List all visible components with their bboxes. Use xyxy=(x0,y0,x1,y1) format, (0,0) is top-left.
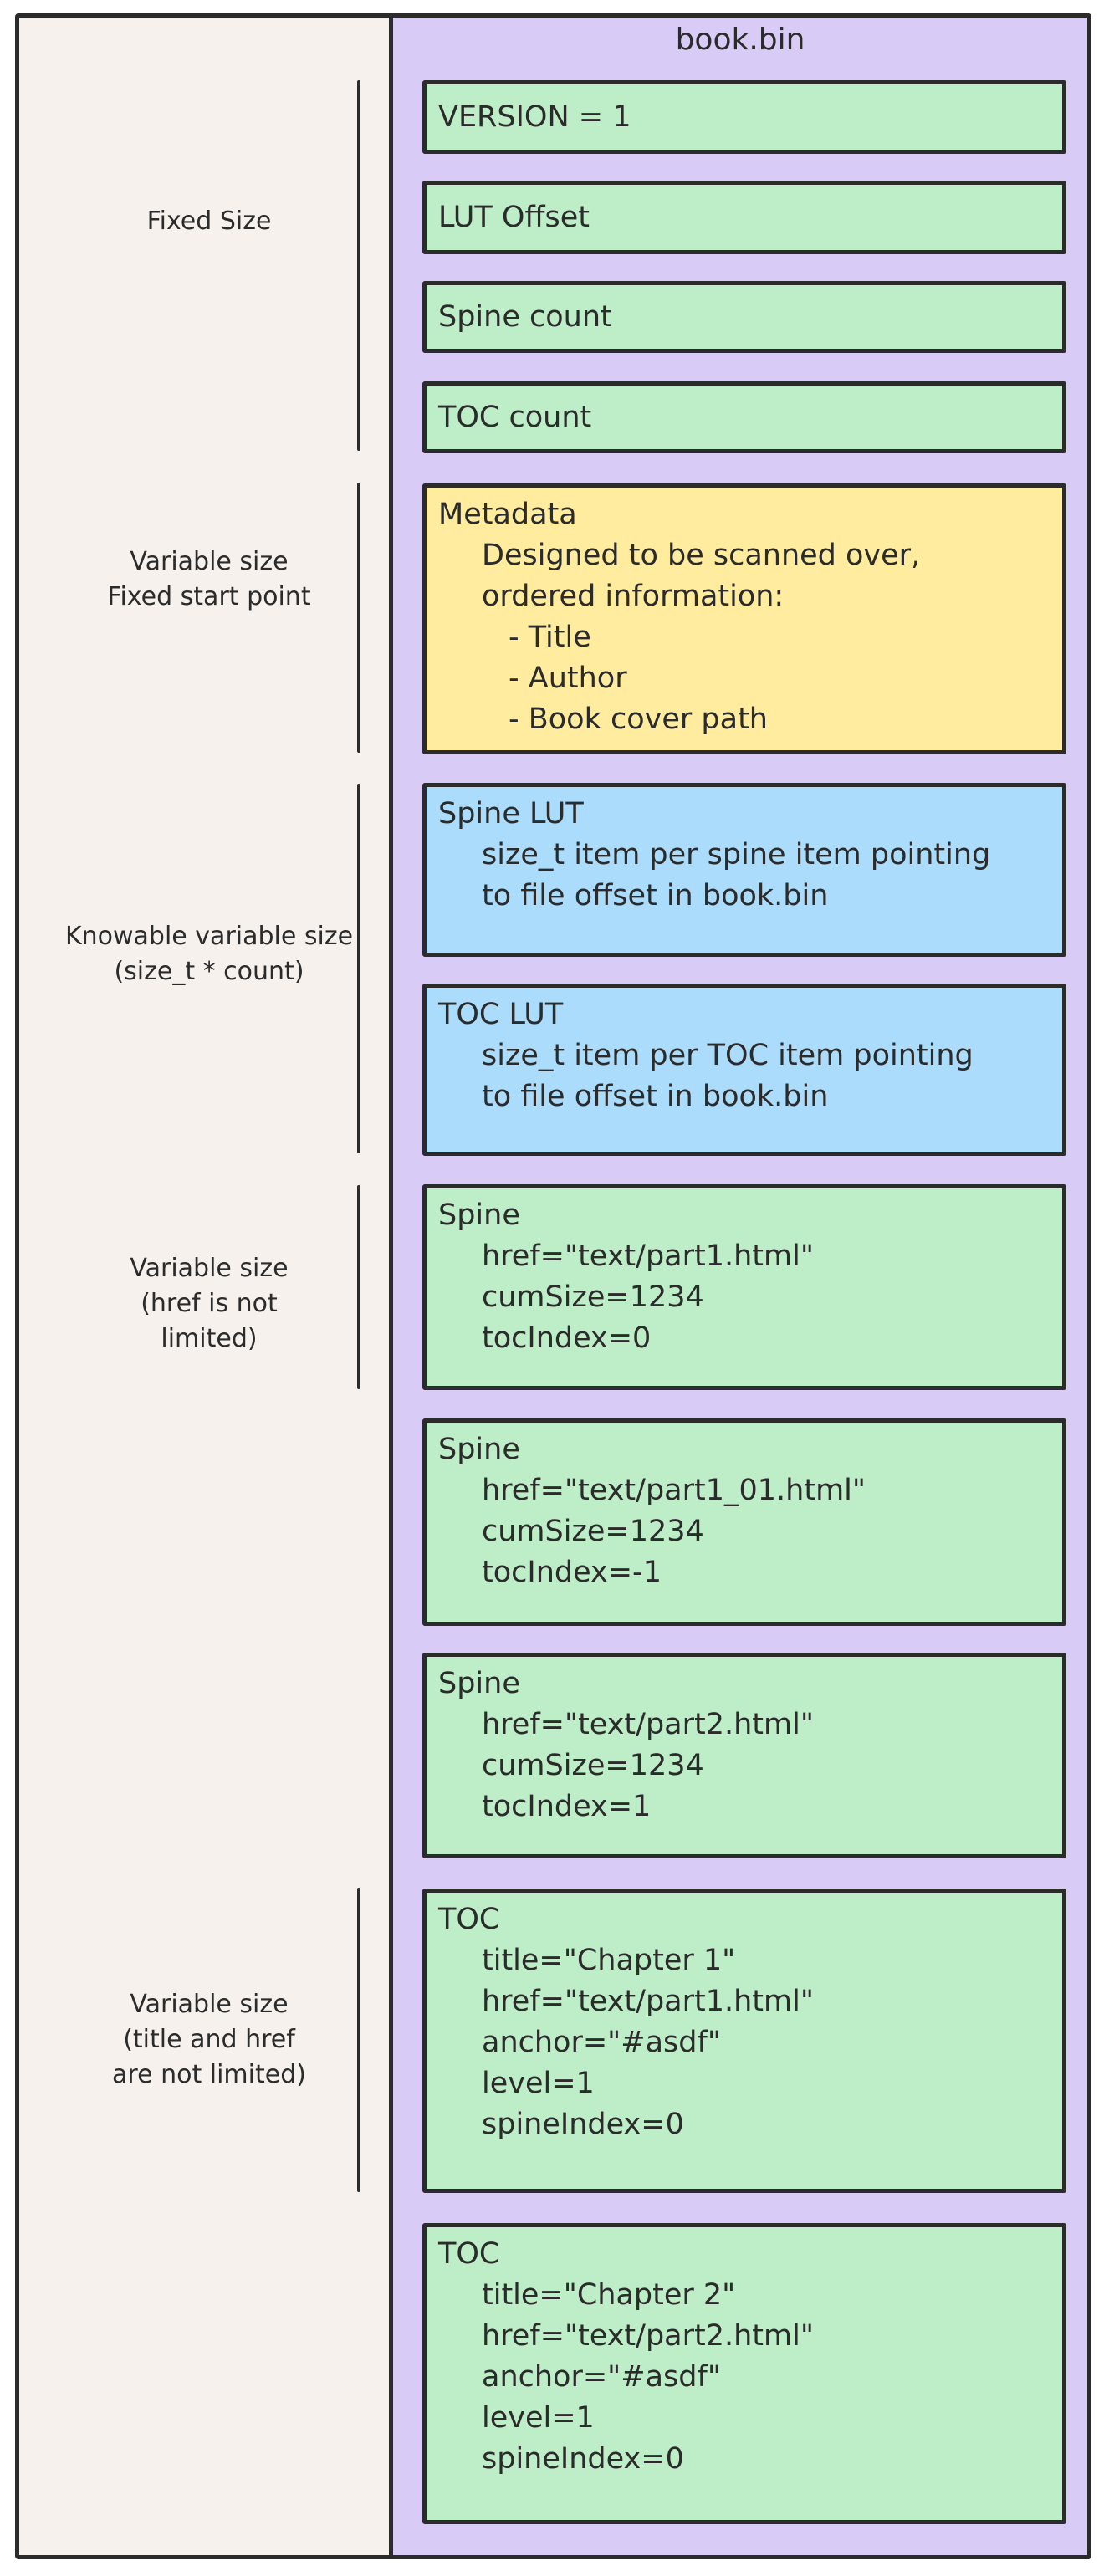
bracket-line-2 xyxy=(357,784,360,1153)
side-label-line: are not limited) xyxy=(112,2060,306,2089)
side-label-3: Variable size (href is not limited) xyxy=(42,1251,376,1357)
box-line: size_t item per TOC item pointing xyxy=(482,1039,974,1072)
bracket-line-0 xyxy=(357,80,360,451)
box-line: tocIndex=1 xyxy=(482,1790,652,1823)
box-line: href="text/part1.html" xyxy=(482,1239,814,1273)
box-line: Spine xyxy=(438,1667,520,1700)
side-label-2: Knowable variable size (size_t * count) xyxy=(42,919,376,989)
side-label-line: Knowable variable size xyxy=(64,922,354,951)
box-line: size_t item per spine item pointing xyxy=(482,838,991,871)
side-label-line: Fixed Size xyxy=(146,207,272,236)
box-version: VERSION = 1 xyxy=(422,80,1066,154)
box-spine1: Spine href="text/part1.html" cumSize=1234 t… xyxy=(422,1184,1066,1390)
box-line: cumSize=1234 xyxy=(482,1280,704,1314)
box-spine_count: Spine count xyxy=(422,281,1066,353)
box-line: spineIndex=0 xyxy=(482,2108,684,2141)
box-line: level=1 xyxy=(482,2067,595,2100)
box-line: - Book cover path xyxy=(509,703,768,736)
box-line: tocIndex=0 xyxy=(482,1321,652,1355)
box-line: cumSize=1234 xyxy=(482,1515,704,1548)
bracket-line-1 xyxy=(357,483,360,753)
box-spine_lut: Spine LUT size_t item per spine item poin… xyxy=(422,783,1066,957)
box-line: to file offset in book.bin xyxy=(482,879,829,912)
box-line: cumSize=1234 xyxy=(482,1749,704,1782)
box-line: ordered information: xyxy=(482,580,785,613)
box-line: level=1 xyxy=(482,2401,595,2435)
box-line: - Title xyxy=(509,621,591,654)
box-line: Spine xyxy=(438,1199,520,1232)
box-line: title="Chapter 1" xyxy=(482,1944,736,1977)
side-label-line: limited) xyxy=(161,1324,258,1353)
box-line: TOC xyxy=(438,1903,500,1936)
box-line: href="text/part1_01.html" xyxy=(482,1474,866,1507)
box-line: href="text/part1.html" xyxy=(482,1985,814,2018)
box-line: href="text/part2.html" xyxy=(482,1708,814,1741)
box-line: title="Chapter 2" xyxy=(482,2278,736,2312)
box-line: spineIndex=0 xyxy=(482,2442,684,2476)
bracket-line-3 xyxy=(357,1185,360,1389)
side-label-line: (size_t * count) xyxy=(114,957,304,986)
box-toc1: TOC title="Chapter 1" href="text/part1.htm… xyxy=(422,1889,1066,2193)
side-label-0: Fixed Size xyxy=(42,204,376,239)
box-spine3: Spine href="text/part2.html" cumSize=1234 t… xyxy=(422,1653,1066,1858)
box-line: href="text/part2.html" xyxy=(482,2319,814,2353)
side-label-line: Variable size xyxy=(130,547,289,576)
box-line: tocIndex=-1 xyxy=(482,1556,662,1589)
box-line: TOC LUT xyxy=(438,998,564,1031)
box-line: to file offset in book.bin xyxy=(482,1080,829,1113)
box-lut_offset: LUT Offset xyxy=(422,181,1066,254)
side-label-line: Variable size xyxy=(130,1254,289,1283)
bracket-line-4 xyxy=(357,1888,360,2192)
side-label-line: (href is not xyxy=(141,1289,278,1318)
box-line: anchor="#asdf" xyxy=(482,2026,721,2059)
side-label-line: (title and href xyxy=(123,2025,295,2054)
box-line: LUT Offset xyxy=(438,200,590,234)
box-line: Spine count xyxy=(438,299,612,334)
box-line: VERSION = 1 xyxy=(438,100,631,134)
side-label-line: Variable size xyxy=(130,1990,289,2019)
box-line: Designed to be scanned over, xyxy=(482,539,921,572)
box-toc_lut: TOC LUT size_t item per TOC item pointing… xyxy=(422,984,1066,1156)
side-label-line: Fixed start point xyxy=(107,582,311,611)
box-line: - Author xyxy=(509,662,627,695)
file-title: book.bin xyxy=(675,23,805,57)
side-label-4: Variable size (title and href are not limi… xyxy=(42,1987,376,2093)
box-line: Metadata xyxy=(438,498,577,531)
box-line: anchor="#asdf" xyxy=(482,2360,721,2394)
box-line: TOC xyxy=(438,2237,500,2271)
box-line: Spine LUT xyxy=(438,797,584,831)
box-toc_count: TOC count xyxy=(422,381,1066,453)
box-toc2: TOC title="Chapter 2" href="text/part2.htm… xyxy=(422,2223,1066,2524)
box-spine2: Spine href="text/part1_01.html" cumSize=12… xyxy=(422,1418,1066,1626)
box-line: TOC count xyxy=(438,400,592,434)
box-line: Spine xyxy=(438,1433,520,1466)
